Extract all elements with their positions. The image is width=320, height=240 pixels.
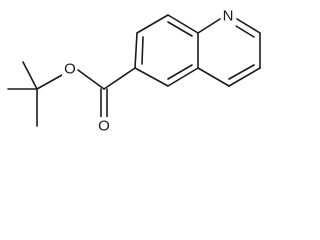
bond-oxygen-carbonyl-carbon: [77, 69, 105, 90]
o-carbonyl-label-bg: [96, 117, 111, 135]
bond-c4a-c5: [167, 67, 199, 87]
atom-labels: N O O: [62, 8, 236, 135]
tert-butyl-group: [7, 61, 63, 127]
bond-c3-c4: [228, 67, 261, 87]
bond-c5-c6: [134, 67, 169, 87]
bond-tbu-methyl-top: [22, 61, 38, 90]
bond-c7-c8: [136, 14, 169, 34]
o-ester-label-bg: [62, 60, 77, 78]
bond-c3-c4-inner: [228, 64, 255, 80]
bond-carbonyl-to-ring: [103, 67, 136, 90]
bond-c6-c7: [134, 32, 138, 69]
bond-c8-c8a: [167, 14, 199, 34]
benzene-ring: [134, 14, 199, 87]
carbonyl-oxygen-atom-label: O: [98, 118, 110, 135]
pyridine-ring: [197, 18, 261, 87]
n1-label-bg: [221, 8, 236, 26]
bond-c4a-c5-inner: [167, 64, 193, 80]
structure-diagram: N O O: [7, 8, 261, 135]
bond-c8a-n1: [197, 18, 221, 34]
bond-n1-c2: [236, 18, 261, 34]
bond-n1-c2-inner: [235, 25, 255, 38]
ester-group: [77, 67, 136, 119]
bond-tbu-oxygen: [36, 74, 63, 90]
nitrogen-atom-label: N: [223, 8, 234, 25]
bond-c8-c8a-inner: [167, 21, 193, 37]
bond-c6-c7-inner: [141, 36, 144, 65]
ester-oxygen-atom-label: O: [64, 61, 76, 78]
bond-c4-c4a: [197, 67, 230, 87]
